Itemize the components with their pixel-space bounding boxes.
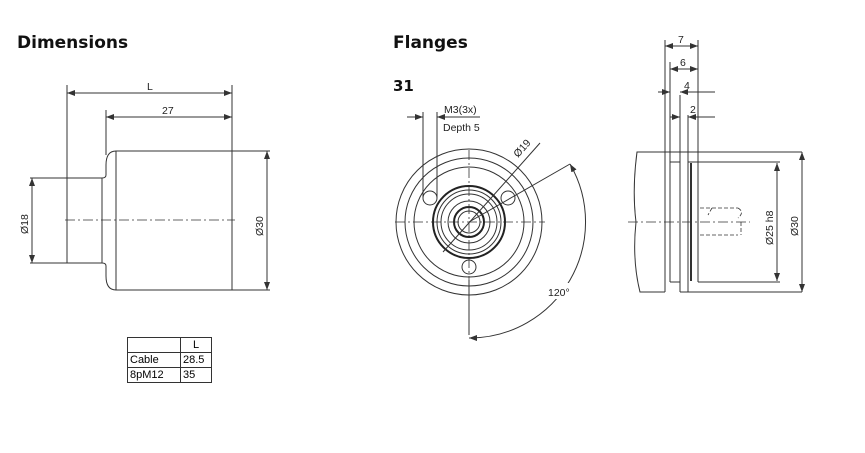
depth-label: Depth 5 [443, 122, 480, 134]
dimensions-side-view: L 27 Ø18 Ø30 [19, 81, 270, 291]
shaft-diameter-label: Ø18 [19, 214, 31, 234]
flange-number: 31 [393, 77, 414, 95]
table-header-cell: L [180, 337, 212, 353]
table-cell: Cable [127, 352, 181, 368]
flange-front-view: M3(3x) Depth 5 Ø19 120° [395, 104, 587, 342]
body-diameter-label: Ø30 [254, 216, 266, 236]
dim-4-label: 4 [684, 80, 690, 92]
dim-7-label: 7 [678, 34, 684, 46]
table-cell: 8pM12 [127, 367, 181, 383]
body-length-label: 27 [162, 105, 174, 117]
length-label: L [147, 81, 153, 93]
table-header-cell [127, 337, 181, 353]
length-table: L Cable 28.5 8pM12 35 [127, 337, 212, 383]
spigot-diameter-label: Ø25 h8 [764, 210, 776, 245]
table-header-row: L [127, 337, 212, 353]
flange-side-view: 7 6 4 2 Ø25 h8 Ø30 [628, 34, 805, 293]
angle-label: 120° [548, 287, 570, 299]
table-cell: 28.5 [180, 352, 212, 368]
dimensions-heading: Dimensions [17, 33, 129, 53]
hub-diameter-label: Ø19 [511, 137, 533, 160]
table-cell: 35 [180, 367, 212, 383]
dim-2-label: 2 [690, 104, 696, 116]
thread-label: M3(3x) [444, 104, 477, 116]
side-body-diameter-label: Ø30 [789, 216, 801, 236]
flanges-heading: Flanges [393, 33, 468, 53]
table-row: 8pM12 35 [127, 367, 212, 383]
dim-6-label: 6 [680, 57, 686, 69]
table-row: Cable 28.5 [127, 352, 212, 368]
